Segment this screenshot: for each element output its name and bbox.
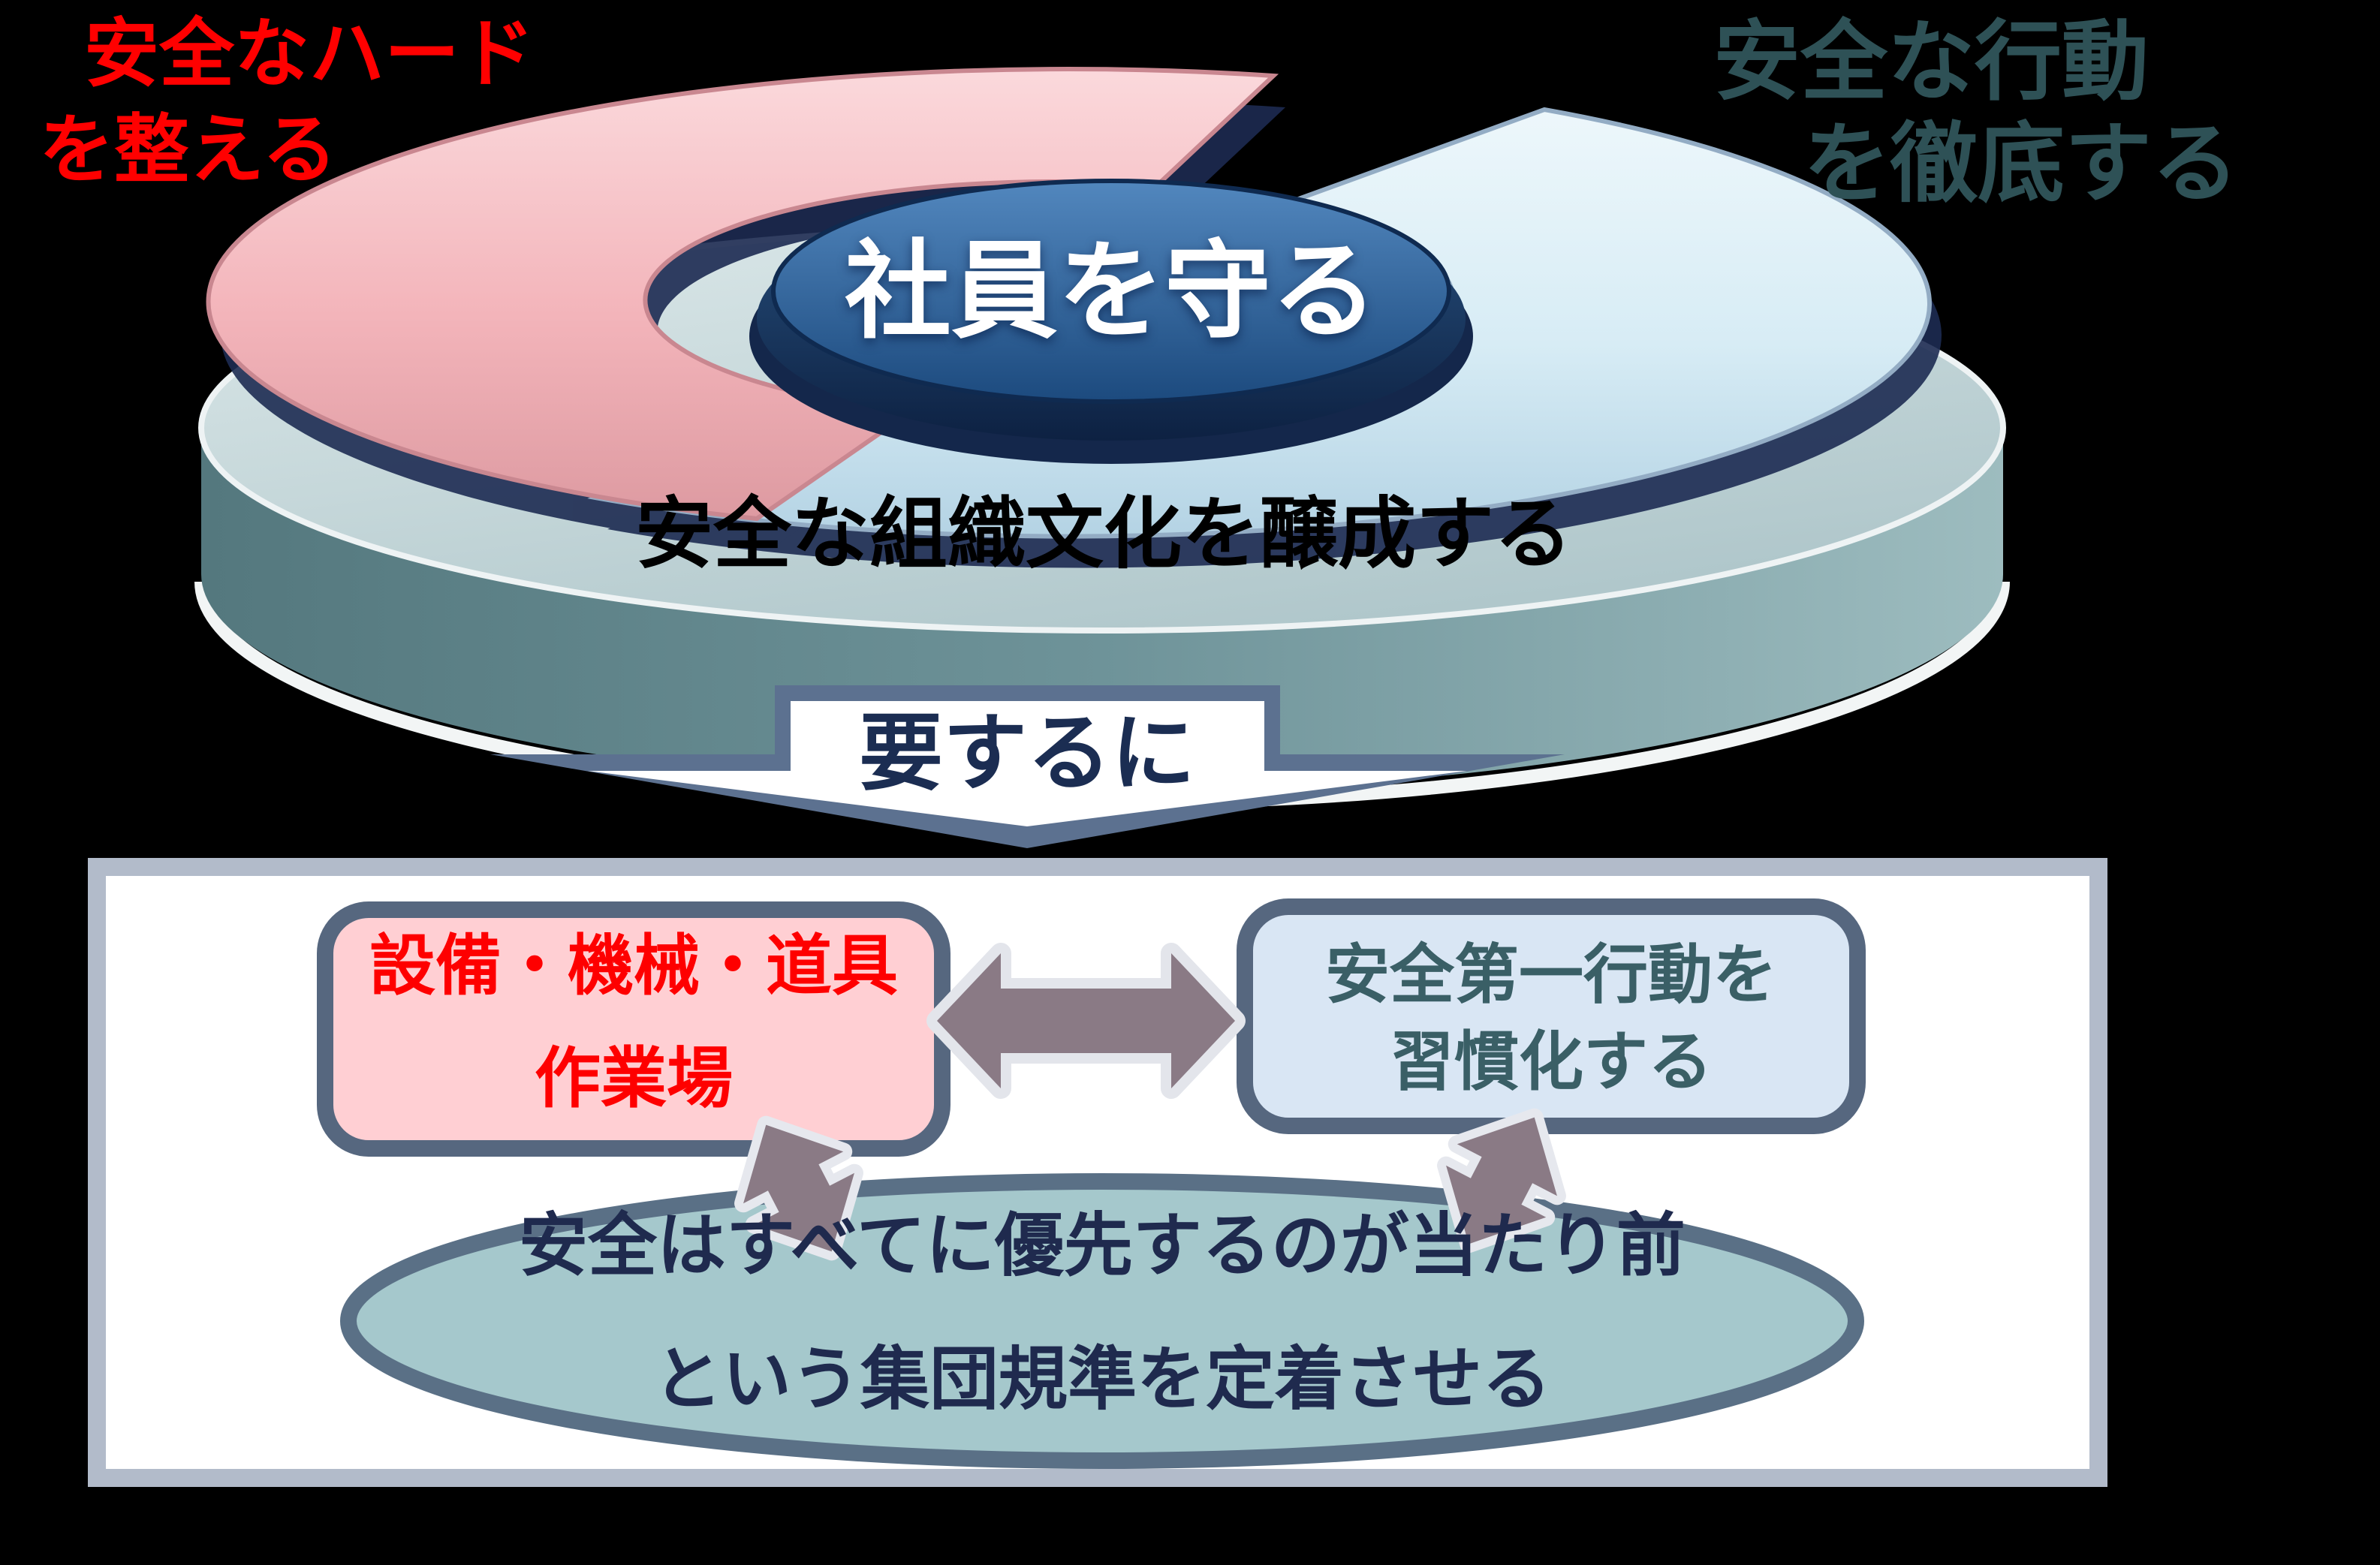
double-arrow-horizontal <box>926 943 1246 1099</box>
behavior-label-line1: 安全な行動 <box>1713 13 2149 110</box>
hard-box-line1: 設備・機械・道具 <box>369 928 898 1003</box>
hard-box-line2: 作業場 <box>534 1041 733 1115</box>
norm-ellipse <box>340 1173 1864 1469</box>
norm-ellipse-line2: という集団規準を定着させる <box>652 1341 1551 1418</box>
base-label: 安全な組織文化を醸成する <box>634 491 1572 578</box>
behavior-label-line2: を徹底する <box>1803 115 2239 212</box>
behavior-box-line2: 習慣化する <box>1390 1026 1713 1098</box>
hardware-arc <box>206 67 1279 522</box>
double-arrow-left-diagonal <box>734 1115 863 1261</box>
down-arrow-body <box>588 701 1467 826</box>
disc-top <box>771 179 1451 404</box>
hard-label-line2: を整える <box>39 108 337 192</box>
behavior-box-line1: 安全第一行動を <box>1325 939 1777 1011</box>
behavior-box <box>1237 898 1866 1134</box>
transition-label: 要するに <box>859 706 1195 800</box>
norm-ellipse-line1: 安全はすべてに優先するのが当たり前 <box>519 1208 1686 1284</box>
double-arrow-right-diagonal <box>1437 1108 1566 1254</box>
disc-label: 社員を守る <box>845 232 1378 351</box>
hard-label-line1: 安全なハード <box>84 12 535 96</box>
